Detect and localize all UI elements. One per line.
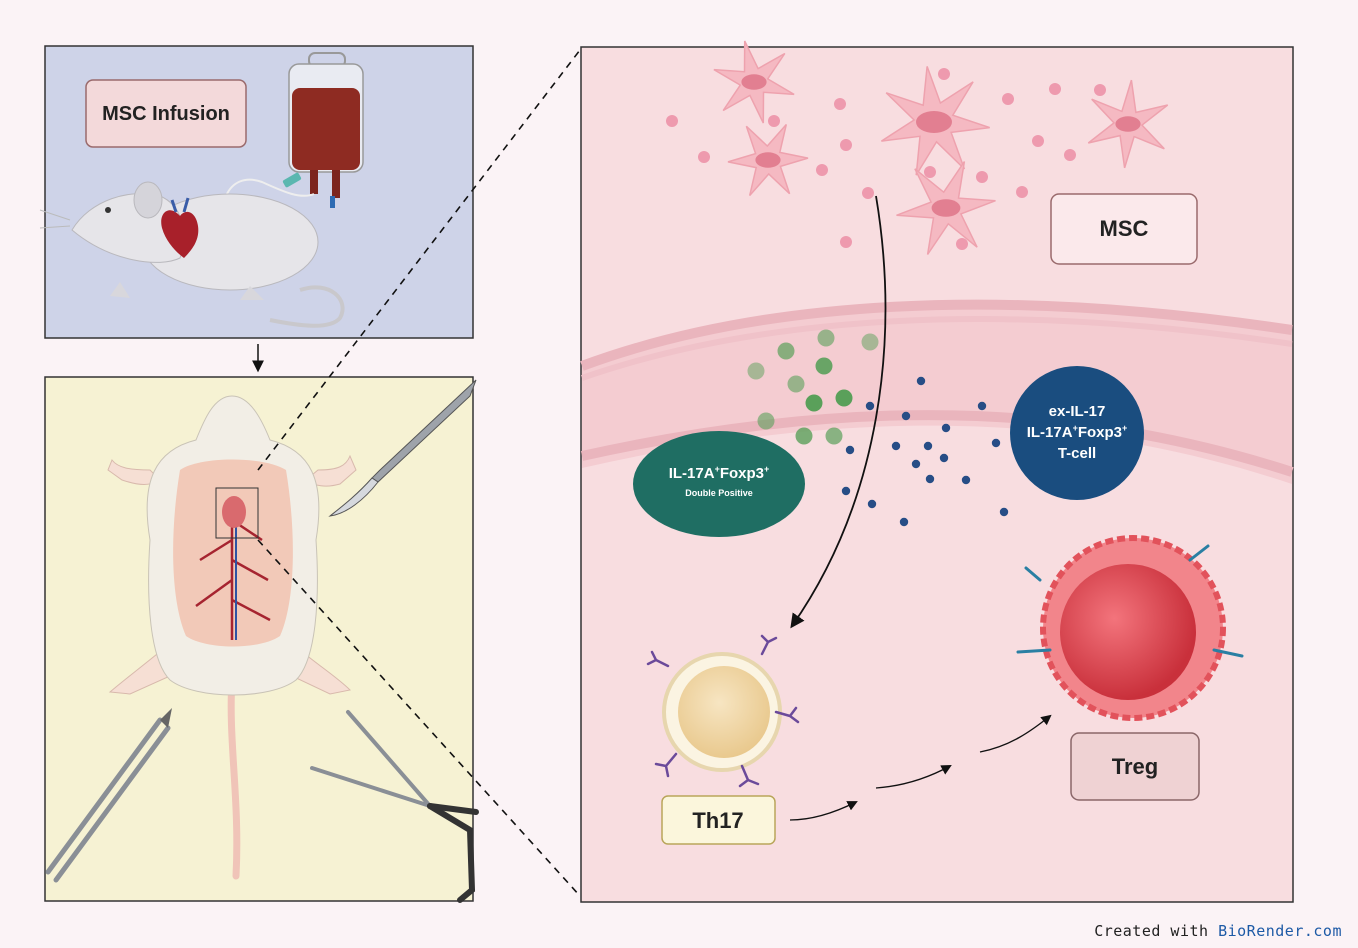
secretome-dot — [862, 187, 874, 199]
zoom-line-bottom — [257, 539, 581, 897]
msc-nucleus — [741, 74, 767, 90]
secretome-dot — [976, 171, 988, 183]
secretome-dot — [956, 238, 968, 250]
msc-label: MSC — [1100, 216, 1149, 241]
treg-cell-icon — [1016, 535, 1244, 721]
green-vesicle — [815, 357, 833, 375]
double-positive-cell: IL-17A+Foxp3+ Double Positive — [633, 431, 805, 537]
secretome-dot — [1002, 93, 1014, 105]
dissected-mouse-icon — [107, 395, 357, 880]
conversion-arrow-3 — [979, 714, 1052, 753]
cytokine-dot — [999, 507, 1009, 517]
msc-label-box: MSC — [1050, 193, 1198, 265]
differentiation-arrow — [790, 195, 887, 629]
forceps-icon — [45, 708, 172, 883]
double-positive-subtitle: Double Positive — [685, 488, 753, 498]
secretome-dot — [938, 68, 950, 80]
msc-nucleus — [916, 111, 952, 133]
ex-il17-cell: ex-IL-17 IL-17A+Foxp3+ T-cell — [1010, 366, 1144, 500]
heart-icon — [161, 197, 199, 258]
secretome-dot — [1094, 84, 1106, 96]
cytokine-dot — [961, 475, 971, 485]
secretome-dot — [1032, 135, 1044, 147]
cytokine-dot — [865, 401, 875, 411]
mechanism-panel: MSC IL-17A+Foxp3+ Double Positive ex-IL-… — [580, 40, 1294, 903]
secretome-dot — [698, 151, 710, 163]
green-vesicle — [787, 375, 805, 393]
cytokine-dot — [911, 459, 921, 469]
th17-label: Th17 — [692, 808, 743, 833]
cytokine-dot — [901, 411, 911, 421]
green-vesicle — [757, 412, 775, 430]
th17-label-box: Th17 — [661, 795, 776, 845]
green-vesicle — [805, 394, 823, 412]
green-vesicle — [817, 329, 835, 347]
ex-il17-line3: T-cell — [1058, 445, 1096, 462]
conversion-arrow-2 — [875, 765, 952, 789]
secretome-dot — [816, 164, 828, 176]
cytokine-dot — [916, 376, 926, 386]
secretome-dot — [834, 98, 846, 110]
cytokine-dot — [867, 499, 877, 509]
cytokine-dot — [941, 423, 951, 433]
cytokine-dot — [991, 438, 1001, 448]
green-vesicle — [795, 427, 813, 445]
msc-nucleus — [1115, 116, 1141, 132]
infusion-panel: MSC Infusion — [39, 45, 474, 339]
th17-cell-icon — [646, 634, 800, 788]
green-vesicle — [747, 362, 765, 380]
iv-bag-icon — [288, 52, 364, 208]
cytokine-dot — [891, 441, 901, 451]
vesicle-group — [747, 329, 879, 445]
msc-nucleus — [931, 199, 961, 217]
cytokine-dot — [841, 486, 851, 496]
secretome-dot — [840, 236, 852, 248]
secretome-dot — [1049, 83, 1061, 95]
msc-infusion-label-box: MSC Infusion — [85, 79, 247, 148]
msc-nucleus — [755, 152, 781, 168]
credit-prefix: Created with — [1094, 922, 1219, 940]
zoom-line-top — [257, 49, 581, 471]
ex-il17-line1: ex-IL-17 — [1049, 403, 1106, 420]
credit-brand: BioRender.com — [1218, 922, 1342, 940]
cytokine-dot — [899, 517, 909, 527]
treg-label-box: Treg — [1070, 732, 1200, 801]
cytokine-dot-group — [841, 376, 1009, 527]
msc-infusion-label: MSC Infusion — [102, 103, 230, 125]
secretome-dot — [1016, 186, 1028, 198]
secretome-dot — [666, 115, 678, 127]
dissection-panel — [44, 376, 479, 903]
biorender-credit: Created with BioRender.com — [1094, 922, 1342, 940]
scalpel-icon — [328, 379, 477, 517]
green-vesicle — [777, 342, 795, 360]
green-vesicle — [825, 427, 843, 445]
green-vesicle — [835, 389, 853, 407]
msc-cell-group — [713, 40, 1169, 255]
cytokine-dot — [939, 453, 949, 463]
secretome-dot-group — [666, 68, 1106, 250]
secretome-dot — [768, 115, 780, 127]
treg-label: Treg — [1112, 754, 1158, 779]
cytokine-dot — [977, 401, 987, 411]
ex-il17-line2: IL-17A+Foxp3+ — [1027, 423, 1128, 441]
cytokine-dot — [925, 474, 935, 484]
secretome-dot — [840, 139, 852, 151]
secretome-dot — [1064, 149, 1076, 161]
cytokine-dot — [923, 441, 933, 451]
secretome-dot — [924, 166, 936, 178]
cytokine-dot — [845, 445, 855, 455]
green-vesicle — [861, 333, 879, 351]
scissors-icon — [310, 710, 479, 903]
conversion-arrow-1 — [789, 801, 858, 821]
double-positive-title: IL-17A+Foxp3+ — [669, 464, 770, 482]
